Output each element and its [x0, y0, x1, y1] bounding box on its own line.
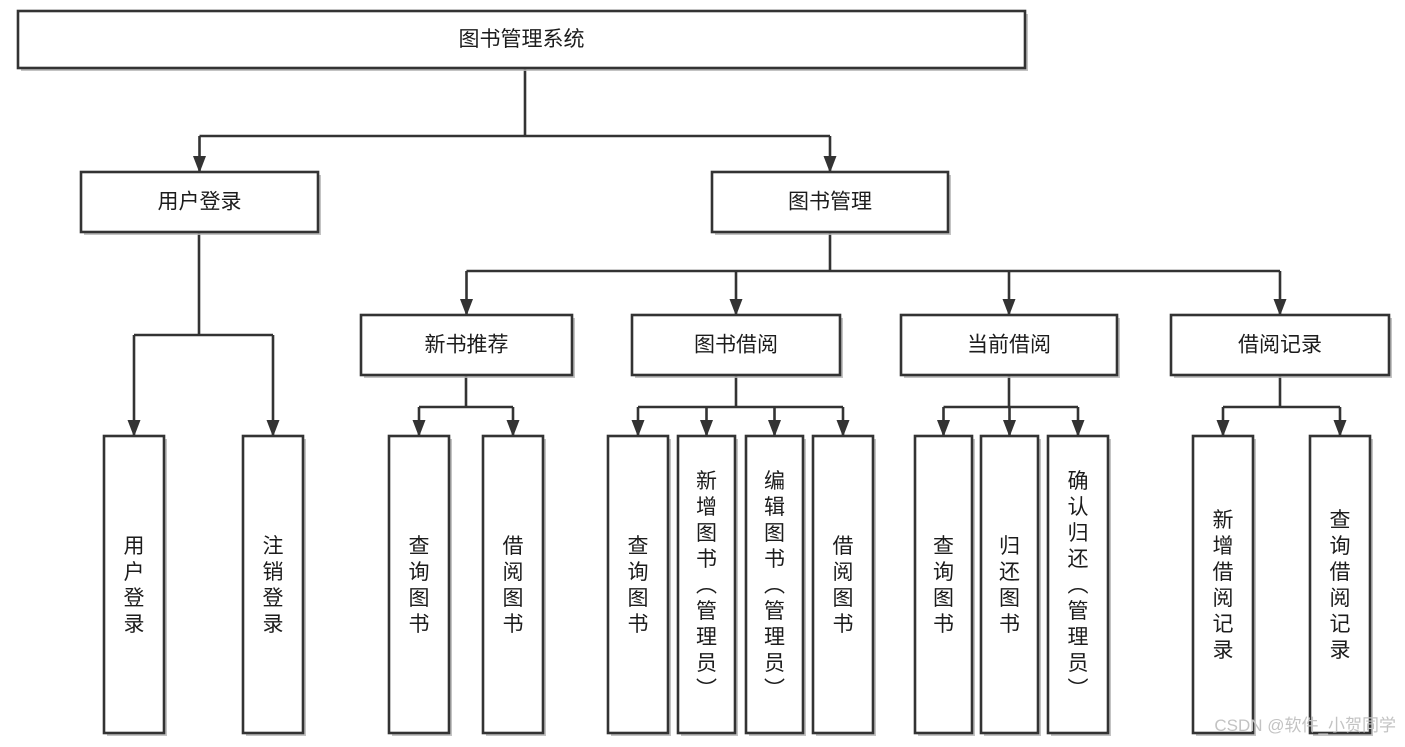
node-rect[interactable] — [710, 170, 950, 234]
node-records[interactable]: 借阅记录 — [1169, 313, 1392, 378]
node-label: 编辑图书︵管理员︶ — [764, 470, 785, 701]
node-rect[interactable] — [630, 313, 842, 377]
node-label: 用户登录 — [158, 191, 242, 214]
node-label: 图书管理 — [788, 191, 872, 214]
edge-group-newbook — [412, 375, 520, 437]
node-leaf-add-record[interactable]: 新增借阅记录 — [1191, 434, 1256, 736]
node-login[interactable]: 用户登录 — [79, 170, 321, 235]
node-borrow[interactable]: 图书借阅 — [630, 313, 843, 378]
node-leaf-return-book[interactable]: 归还图书 — [979, 434, 1041, 736]
node-rect[interactable] — [979, 434, 1040, 735]
node-label: 归还图书 — [999, 535, 1020, 636]
node-leaf-add-book[interactable]: 新增图书︵管理员︶ — [676, 434, 738, 736]
csdn-watermark: CSDN @软件_小贺同学 — [1214, 716, 1396, 735]
node-leaf-query-record[interactable]: 查询借阅记录 — [1308, 434, 1373, 736]
node-rect[interactable] — [606, 434, 670, 735]
node-rect[interactable] — [744, 434, 805, 735]
node-label: 确认归还︵管理员︶ — [1068, 470, 1089, 701]
node-rect[interactable] — [811, 434, 875, 735]
node-rect[interactable] — [913, 434, 974, 735]
node-rect[interactable] — [241, 434, 305, 735]
node-leaf-query-book-3[interactable]: 查询图书 — [913, 434, 975, 736]
node-rect[interactable] — [1191, 434, 1255, 735]
node-layer: 图书管理系统用户登录图书管理新书推荐图书借阅当前借阅借阅记录用户登录注销登录查询… — [16, 9, 1392, 736]
edge-group-borrow — [631, 375, 850, 437]
node-leaf-confirm-return[interactable]: 确认归还︵管理员︶ — [1046, 434, 1111, 736]
node-root[interactable]: 图书管理系统 — [16, 9, 1028, 71]
node-newbook[interactable]: 新书推荐 — [359, 313, 575, 378]
node-rect[interactable] — [102, 434, 166, 735]
node-rect[interactable] — [899, 313, 1119, 377]
node-rect[interactable] — [481, 434, 545, 735]
node-rect[interactable] — [79, 170, 320, 234]
node-label: 借阅记录 — [1238, 334, 1322, 357]
node-rect[interactable] — [1169, 313, 1391, 377]
node-label: 用户登录 — [124, 535, 145, 636]
node-label: 查询图书 — [933, 535, 954, 636]
node-label: 新增图书︵管理员︶ — [696, 470, 717, 701]
node-label: 借阅图书 — [503, 535, 524, 636]
node-label: 注销登录 — [263, 535, 284, 636]
node-leaf-logout[interactable]: 注销登录 — [241, 434, 306, 736]
connector-layer — [127, 68, 1347, 437]
node-rect[interactable] — [676, 434, 737, 735]
node-label: 查询图书 — [628, 535, 649, 636]
node-rect[interactable] — [387, 434, 451, 735]
node-rect[interactable] — [1308, 434, 1372, 735]
edge-group-root — [193, 68, 837, 173]
node-leaf-query-book-2[interactable]: 查询图书 — [606, 434, 671, 736]
node-leaf-query-book-1[interactable]: 查询图书 — [387, 434, 452, 736]
edge-group-current — [937, 375, 1085, 437]
node-leaf-user-login[interactable]: 用户登录 — [102, 434, 167, 736]
node-leaf-edit-book[interactable]: 编辑图书︵管理员︶ — [744, 434, 806, 736]
node-label: 新增借阅记录 — [1213, 509, 1234, 662]
node-rect[interactable] — [1046, 434, 1110, 735]
edge-group-bookmgmt — [460, 232, 1287, 316]
node-label: 查询借阅记录 — [1330, 509, 1351, 662]
node-leaf-borrow-book-1[interactable]: 借阅图书 — [481, 434, 546, 736]
node-label: 当前借阅 — [967, 334, 1051, 357]
node-leaf-borrow-book-2[interactable]: 借阅图书 — [811, 434, 876, 736]
node-label: 图书借阅 — [694, 334, 778, 357]
edge-group-login — [127, 232, 280, 437]
node-label: 图书管理系统 — [459, 28, 585, 51]
edge-group-records — [1216, 375, 1347, 437]
node-bookmgmt[interactable]: 图书管理 — [710, 170, 951, 235]
node-label: 新书推荐 — [425, 334, 509, 357]
node-rect[interactable] — [16, 9, 1027, 70]
node-rect[interactable] — [359, 313, 574, 377]
node-label: 借阅图书 — [833, 535, 854, 636]
node-label: 查询图书 — [409, 535, 430, 636]
node-current[interactable]: 当前借阅 — [899, 313, 1120, 378]
